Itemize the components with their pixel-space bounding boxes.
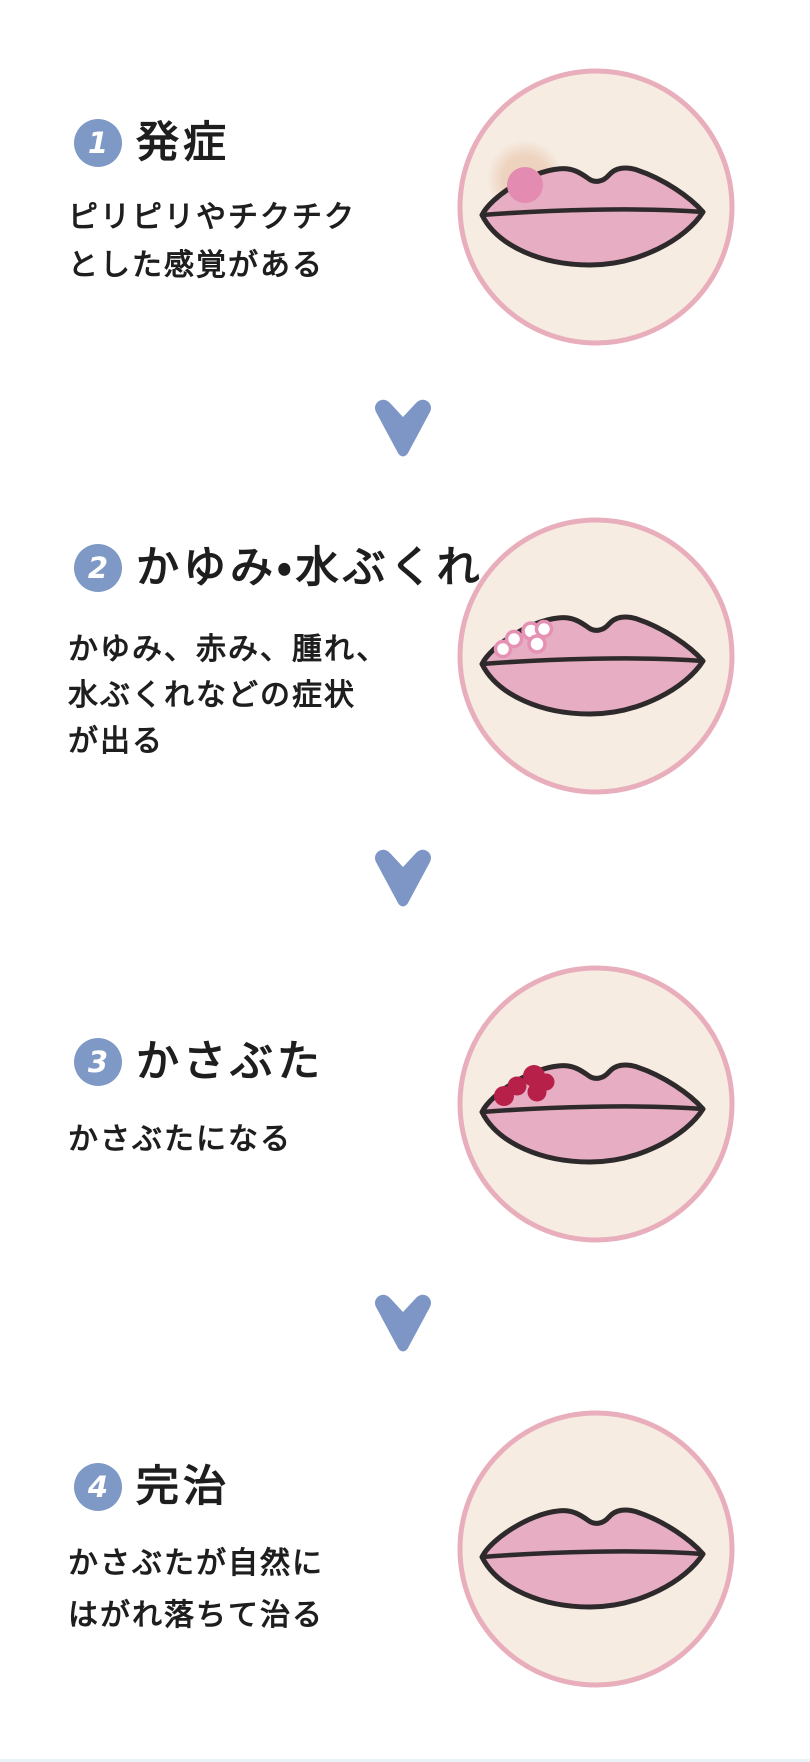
stage-2-header: 2 かゆみ・水ぶくれ <box>74 543 484 593</box>
step-arrow-3 <box>371 1293 435 1355</box>
step-number: 3 <box>87 1045 109 1079</box>
chevron-down-icon <box>375 399 431 457</box>
stage-2-lips-illustration <box>457 517 735 795</box>
stage-3-header: 3 かさぶた <box>74 1037 324 1087</box>
healed-lips-icon <box>457 1410 735 1688</box>
lips-with-scab-icon <box>457 965 735 1243</box>
description-line: はがれ落ちて治る <box>68 1598 324 1633</box>
stage-4-lips-illustration <box>457 1410 735 1688</box>
lips-with-red-bump-icon <box>457 68 735 346</box>
description-line: かさぶたになる <box>68 1122 292 1157</box>
step-4-number-badge: 4 <box>74 1463 122 1511</box>
step-arrow-1 <box>371 398 435 460</box>
step-arrow-2 <box>371 848 435 910</box>
step-number: 4 <box>87 1470 109 1504</box>
description-line: 水ぶくれなどの症状 <box>68 678 356 713</box>
stage-4-header: 4 完治 <box>74 1462 230 1512</box>
stage-2-title: かゆみ・水ぶくれ <box>136 543 484 593</box>
stage-4-title: 完治 <box>136 1462 230 1512</box>
step-2-number-badge: 2 <box>74 544 122 592</box>
stage-3-title: かさぶた <box>136 1037 324 1087</box>
step-number: 1 <box>87 126 109 160</box>
stage-1-lips-illustration <box>457 68 735 346</box>
description-line: ピリピリやチクチク <box>68 200 356 235</box>
step-3-number-badge: 3 <box>74 1038 122 1086</box>
stage-1-description: ピリピリやチクチク とした感覚がある <box>68 194 356 290</box>
lips-with-blisters-icon <box>457 517 735 795</box>
stage-3-lips-illustration <box>457 965 735 1243</box>
stage-2-description: かゆみ、赤み、腫れ、 水ぶくれなどの症状 が出る <box>68 627 388 765</box>
scab-cluster <box>494 1065 555 1106</box>
description-line: かさぶたが自然に <box>68 1546 324 1581</box>
blister-cluster <box>493 619 554 659</box>
description-line: が出る <box>68 724 164 759</box>
step-number: 2 <box>87 551 109 585</box>
stage-4-description: かさぶたが自然に はがれ落ちて治る <box>68 1538 324 1642</box>
step-1-number-badge: 1 <box>74 119 122 167</box>
stage-1-title: 発症 <box>136 118 230 168</box>
bottom-divider <box>0 1759 810 1762</box>
stage-1-header: 1 発症 <box>74 118 230 168</box>
chevron-down-icon <box>375 849 431 907</box>
chevron-down-icon <box>375 1294 431 1352</box>
stage-3-description: かさぶたになる <box>68 1116 292 1164</box>
description-line: とした感覚がある <box>68 248 324 283</box>
description-line: かゆみ、赤み、腫れ、 <box>68 632 389 667</box>
